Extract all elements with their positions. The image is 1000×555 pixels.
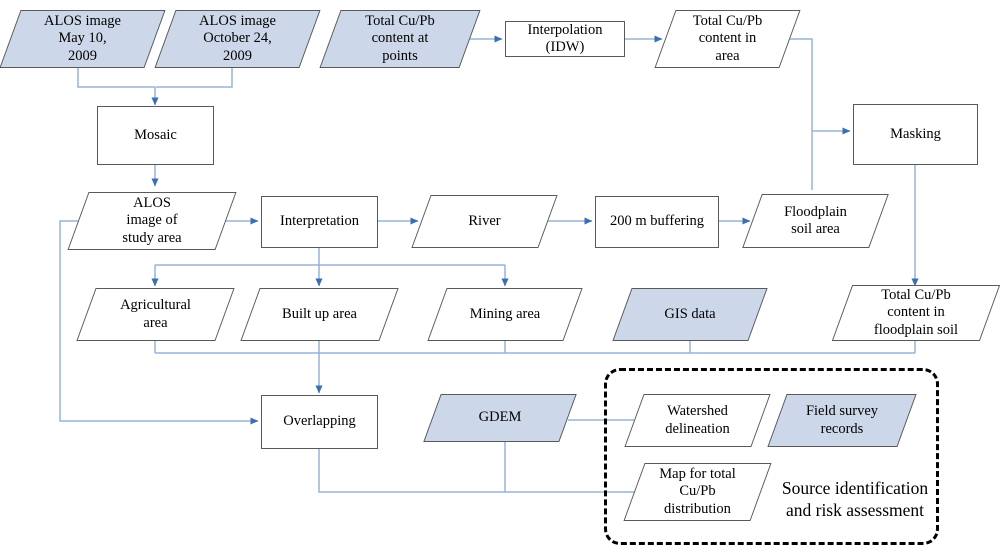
node-label: ALOS image May 10, 2009 xyxy=(44,13,121,64)
node-label: Interpolation (IDW) xyxy=(527,21,603,55)
node-label: Mining area xyxy=(469,305,541,322)
node-label: GDEM xyxy=(478,409,522,426)
node-alos-image-of-study-area[interactable]: ALOS image of study area xyxy=(67,192,237,250)
node-label: Total Cu/Pb content at points xyxy=(365,13,435,64)
node-mosaic[interactable]: Mosaic xyxy=(97,106,214,165)
node-label: Watershed delineation xyxy=(665,403,730,437)
node-floodplain-soil-area[interactable]: Floodplain soil area xyxy=(742,194,889,248)
node-gis-data[interactable]: GIS data xyxy=(612,288,768,341)
node-interpretation[interactable]: Interpretation xyxy=(261,196,378,248)
node-label: Overlapping xyxy=(283,413,356,430)
node-label: ALOS image of study area xyxy=(122,195,182,246)
node-label: River xyxy=(468,212,501,229)
node-label: GIS data xyxy=(664,305,716,322)
node-label: 200 m buffering xyxy=(610,213,704,230)
node-label: Floodplain soil area xyxy=(784,203,847,237)
node-built-up-area[interactable]: Built up area xyxy=(240,288,399,341)
node-river[interactable]: River xyxy=(411,195,558,248)
node-label: ALOS image October 24, 2009 xyxy=(199,13,276,64)
node-total-cupb-content-in-floodplain-soil[interactable]: Total Cu/Pb content in floodplain soil xyxy=(831,285,1000,341)
node-label: Field survey records xyxy=(805,403,879,437)
node-label: Built up area xyxy=(282,305,357,322)
node-interpolation-idw[interactable]: Interpolation (IDW) xyxy=(505,21,625,57)
group-source-identification-box xyxy=(604,368,939,545)
node-watershed-delineation[interactable]: Watershed delineation xyxy=(624,394,771,447)
node-label: Interpretation xyxy=(280,213,359,230)
node-mining-area[interactable]: Mining area xyxy=(427,288,583,341)
node-alos-image-may[interactable]: ALOS image May 10, 2009 xyxy=(0,10,166,68)
node-gdem[interactable]: GDEM xyxy=(423,394,577,442)
node-200m-buffering[interactable]: 200 m buffering xyxy=(595,196,719,248)
node-label: Total Cu/Pb content in area xyxy=(692,13,763,64)
node-masking[interactable]: Masking xyxy=(853,104,978,165)
node-label: Mosaic xyxy=(134,126,177,143)
node-alos-image-october[interactable]: ALOS image October 24, 2009 xyxy=(154,10,321,68)
node-total-cupb-content-at-points[interactable]: Total Cu/Pb content at points xyxy=(319,10,481,68)
node-field-survey-records[interactable]: Field survey records xyxy=(767,394,917,447)
node-map-for-total-cupb-distribution[interactable]: Map for total Cu/Pb distribution xyxy=(623,463,772,521)
node-label: Map for total Cu/Pb distribution xyxy=(659,466,736,517)
node-total-cupb-content-in-area[interactable]: Total Cu/Pb content in area xyxy=(654,10,801,68)
node-label: Agricultural area xyxy=(120,297,191,331)
node-label: Masking xyxy=(890,125,941,142)
group-caption: Source identification and risk assessmen… xyxy=(781,478,929,520)
node-agricultural-area[interactable]: Agricultural area xyxy=(76,288,235,341)
node-label: Total Cu/Pb content in floodplain soil xyxy=(873,287,959,338)
node-overlapping[interactable]: Overlapping xyxy=(261,395,378,449)
